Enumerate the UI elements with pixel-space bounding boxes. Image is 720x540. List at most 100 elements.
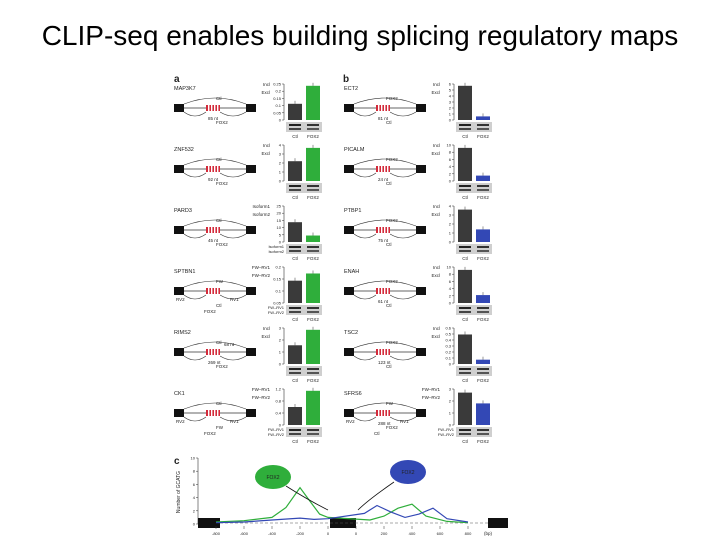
gel-band	[459, 250, 471, 252]
gel-band	[289, 185, 301, 187]
gel-band	[477, 311, 489, 313]
legend-label-1: Isoform1	[252, 204, 270, 209]
binding-site	[208, 104, 210, 112]
bar-ctl	[458, 209, 472, 242]
gel-image	[286, 244, 322, 254]
splice-arc-lower	[183, 172, 207, 178]
gel-band	[289, 307, 301, 309]
y-tick-label: 0.6	[445, 326, 451, 331]
exon-box	[416, 348, 426, 356]
binding-site	[381, 348, 383, 356]
y-tick-label: 1	[449, 411, 452, 416]
alt-exon	[206, 105, 220, 111]
gel-band	[289, 124, 301, 126]
binding-site	[217, 226, 219, 234]
gel-image	[456, 427, 492, 437]
panel-letter-b: b	[343, 74, 349, 85]
alt-exon	[376, 227, 390, 233]
binding-site	[378, 226, 380, 234]
exon-box	[344, 104, 354, 112]
legend-label-2: Excl	[261, 151, 270, 156]
exon-box	[246, 104, 256, 112]
gene-name: ENAH	[344, 269, 359, 275]
structure-label: Ctl	[216, 340, 222, 345]
gel-band	[289, 433, 301, 435]
gene-name: TSC2	[344, 330, 358, 336]
legend-label-1: Incl	[263, 82, 270, 87]
splice-arc-lower	[183, 111, 207, 117]
y-tick-label: 0	[449, 240, 452, 245]
splice-arc-upper	[353, 341, 417, 349]
splice-arc-lower	[353, 233, 377, 239]
y-tick-label: 3	[449, 100, 452, 105]
exon-box	[174, 287, 184, 295]
slide-title: CLIP-seq enables building splicing regul…	[41, 20, 679, 51]
gel-band	[307, 250, 319, 252]
binding-site	[211, 409, 213, 417]
binding-site	[214, 348, 216, 356]
structure-label: FOX2	[386, 218, 398, 223]
exon-box	[174, 165, 184, 173]
binding-site	[217, 348, 219, 356]
splice-arc-upper	[183, 402, 247, 410]
structure-label: Ctl	[386, 303, 392, 308]
distance-label: 85 nt	[208, 116, 219, 121]
gel-band	[289, 189, 301, 191]
bar-label-ctl: Ctl	[292, 134, 298, 139]
c-y-tick-label: 8	[193, 469, 196, 474]
exon-box	[174, 348, 184, 356]
gel-band	[307, 429, 319, 431]
bar-ctl	[458, 147, 472, 181]
exon-box	[344, 348, 354, 356]
binding-site	[378, 104, 380, 112]
gel-row-label: FW–RV1	[268, 305, 285, 310]
binding-site	[217, 165, 219, 173]
binding-site	[387, 226, 389, 234]
y-tick-label: 2	[449, 171, 452, 176]
bar-label-fox2: FOX2	[477, 195, 489, 200]
gel-row-label: FW–RV1	[438, 427, 455, 432]
distance-label: 45 nt	[208, 238, 219, 243]
y-tick-label: 0.15	[273, 277, 282, 282]
exon-box	[344, 287, 354, 295]
bar-ctl	[458, 392, 472, 425]
y-tick-label: 0	[449, 362, 452, 367]
structure-label: RV1	[400, 419, 409, 424]
bar-ctl	[288, 103, 302, 120]
structure-label: Ctl	[216, 96, 222, 101]
splice-arc-upper	[353, 280, 417, 288]
y-tick-label: 0	[279, 118, 282, 123]
y-tick-label: 2	[449, 106, 452, 111]
fox2-label-blue: FOX2	[401, 470, 414, 476]
exon-box	[174, 226, 184, 234]
y-tick-label: 4	[279, 143, 282, 148]
binding-site	[387, 165, 389, 173]
y-tick-label: 4	[449, 164, 452, 169]
structure-label: FOX2	[216, 364, 228, 369]
bar-label-ctl: Ctl	[292, 317, 298, 322]
binding-site	[211, 287, 213, 295]
gene-name: MAP3K7	[174, 86, 196, 92]
structure-label: FW	[216, 425, 224, 430]
gel-band	[307, 246, 319, 248]
exon-box	[416, 104, 426, 112]
legend-label-1: Incl	[433, 82, 440, 87]
bar-fox2	[476, 403, 490, 425]
legend-label-2: Isoform2	[252, 212, 270, 217]
y-tick-label: 2	[449, 293, 452, 298]
binding-site	[384, 165, 386, 173]
structure-label: FOX2	[386, 279, 398, 284]
gel-band	[289, 368, 301, 370]
splice-arc-lower	[389, 416, 417, 422]
binding-site	[208, 226, 210, 234]
structure-label: FOX2	[204, 309, 216, 314]
gene-name: PICALM	[344, 147, 365, 153]
y-tick-label: 25	[277, 204, 282, 209]
gel-band	[477, 124, 489, 126]
bar-label-fox2: FOX2	[307, 378, 319, 383]
structure-label: Ctl	[216, 157, 222, 162]
y-tick-label: 0.4	[275, 411, 281, 416]
